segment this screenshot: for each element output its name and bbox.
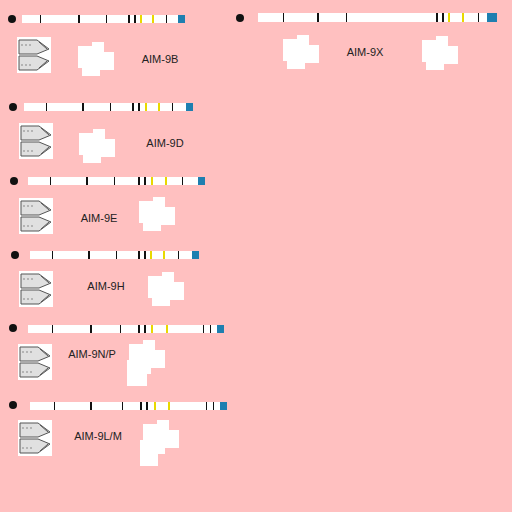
missile-label: AIM-9L/M bbox=[74, 430, 122, 442]
missile-label: AIM-9H bbox=[87, 280, 124, 292]
missile-label: AIM-9N/P bbox=[68, 348, 116, 360]
missile-label: AIM-9E bbox=[81, 212, 118, 224]
missile-label: AIM-9B bbox=[142, 53, 179, 65]
missile-label: AIM-9X bbox=[347, 46, 384, 58]
missile-label: AIM-9D bbox=[146, 137, 183, 149]
